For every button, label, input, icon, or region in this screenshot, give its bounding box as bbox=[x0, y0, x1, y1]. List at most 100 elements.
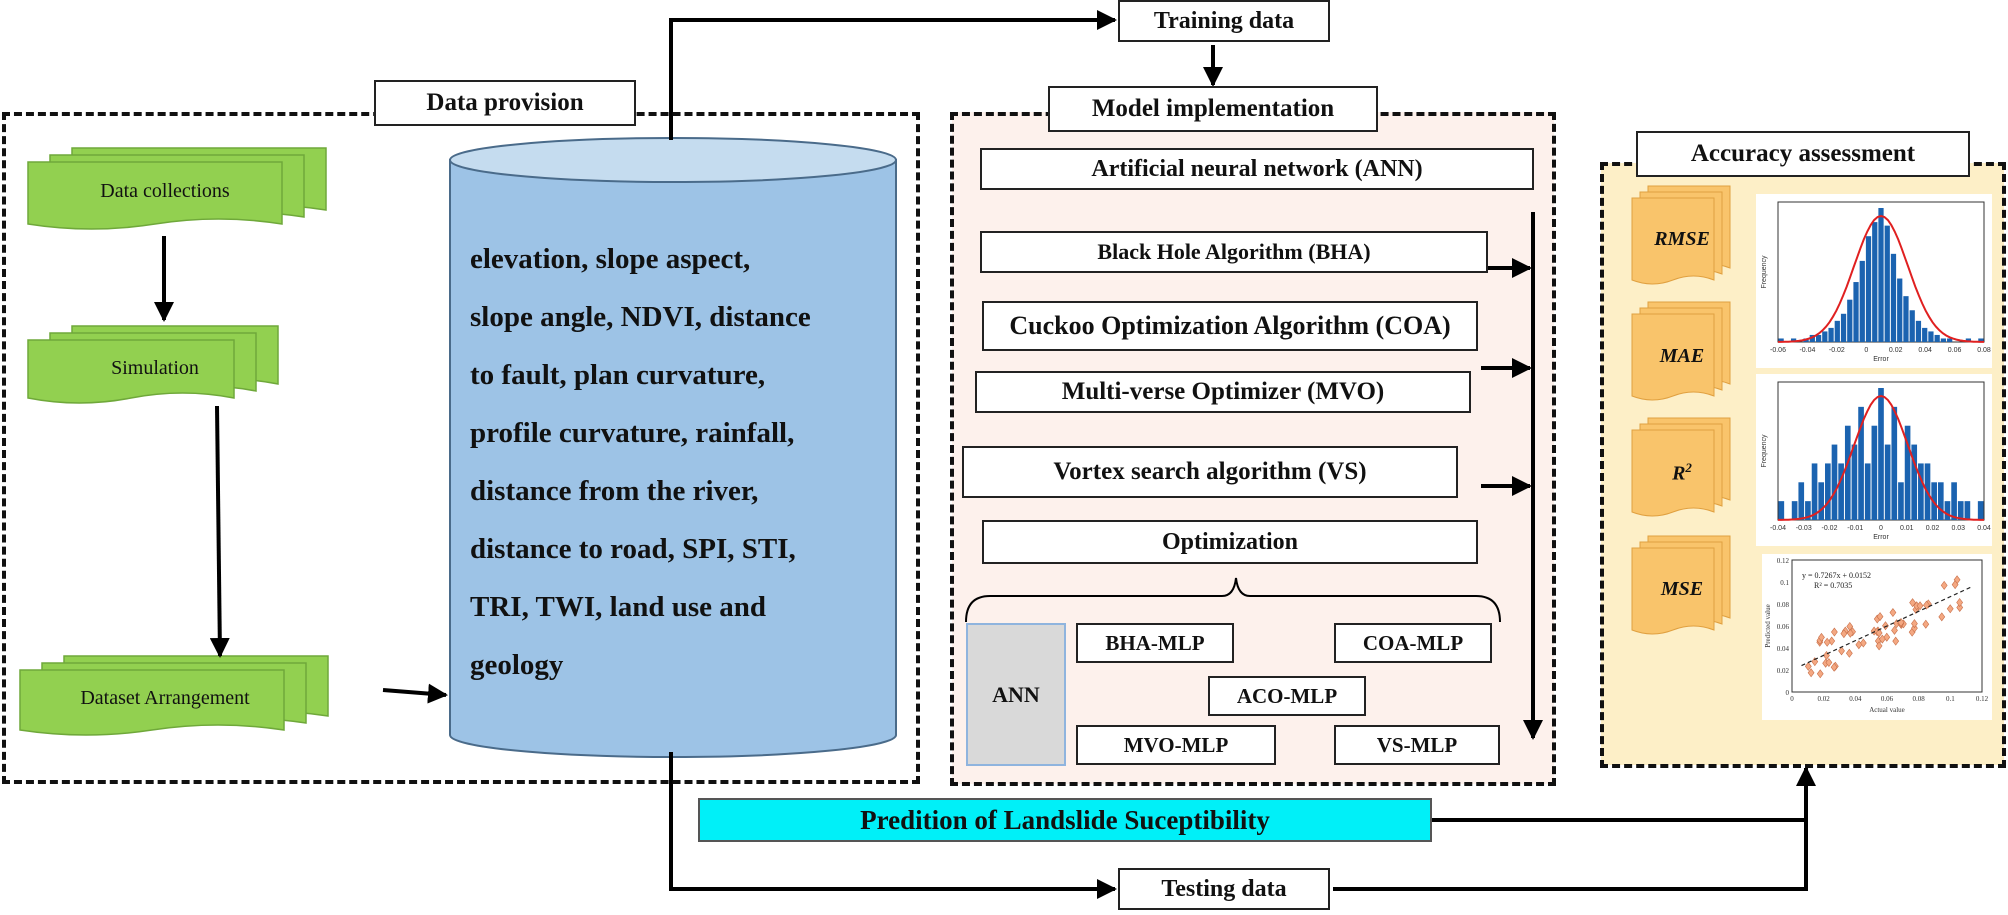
histogram-bar bbox=[1964, 501, 1971, 520]
histogram-bar bbox=[1891, 406, 1898, 520]
scatter-point bbox=[1876, 612, 1884, 622]
scatter-point bbox=[1922, 619, 1930, 629]
normal-fit-curve bbox=[1778, 394, 1984, 521]
scatter-point bbox=[1909, 598, 1916, 608]
x-tick-label: 0.06 bbox=[1948, 347, 1962, 354]
histogram-bar bbox=[1844, 425, 1851, 520]
histogram-bar bbox=[1865, 236, 1872, 342]
training-data-box: Training data bbox=[1118, 0, 1330, 42]
histogram-bar bbox=[1951, 482, 1957, 520]
step-sheet bbox=[27, 161, 283, 230]
histogram-bar bbox=[1918, 463, 1924, 520]
histogram-bar bbox=[1834, 320, 1840, 342]
metric-sheet bbox=[1631, 313, 1715, 401]
histogram-bar bbox=[1825, 463, 1831, 520]
scatter-point bbox=[1831, 627, 1838, 637]
scatter-point bbox=[1875, 641, 1883, 651]
scatter-point bbox=[1830, 662, 1838, 672]
histogram-bar bbox=[1965, 338, 1972, 342]
histogram-bar bbox=[1904, 425, 1911, 520]
histogram-bar bbox=[1815, 334, 1822, 342]
arrow-arrangement-to-cylinder bbox=[382, 683, 448, 704]
scatter-point bbox=[1838, 646, 1845, 656]
feature-line: distance to road, SPI, STI, bbox=[470, 533, 796, 565]
model-implementation-title: Model implementation bbox=[1048, 86, 1378, 132]
scatter-point bbox=[1891, 625, 1898, 635]
y-tick-label: 0.02 bbox=[1777, 667, 1790, 675]
arrow-to-testing bbox=[669, 752, 1117, 899]
scatter-point bbox=[1828, 636, 1836, 646]
x-tick-label: 0.04 bbox=[1849, 695, 1862, 703]
coa-box: Cuckoo Optimization Algorithm (COA) bbox=[982, 301, 1478, 351]
mvo-box: Multi-verse Optimizer (MVO) bbox=[975, 371, 1471, 413]
histogram-bar bbox=[1890, 253, 1897, 342]
histogram-bar bbox=[1934, 334, 1940, 342]
histogram-bar bbox=[1944, 501, 1951, 520]
scatter-point bbox=[1825, 658, 1833, 668]
optimization-brace bbox=[965, 577, 1501, 623]
testing-data-box: Testing data bbox=[1118, 868, 1330, 910]
y-axis-label: Frequency bbox=[1761, 434, 1768, 468]
x-tick-label: 0.04 bbox=[1918, 347, 1932, 354]
histogram-bar bbox=[1798, 482, 1805, 520]
histogram-bar bbox=[1847, 299, 1853, 342]
arrow-to-training bbox=[669, 10, 1117, 140]
x-tick-label: 0.08 bbox=[1977, 347, 1991, 354]
x-tick-label: 0.06 bbox=[1881, 695, 1894, 703]
scatter-point bbox=[1804, 661, 1812, 671]
histogram-bar bbox=[1851, 444, 1858, 520]
step-sheet bbox=[27, 339, 235, 404]
x-tick-label: 0.04 bbox=[1977, 525, 1991, 532]
ann-header-box: Artificial neural network (ANN) bbox=[980, 148, 1534, 190]
histogram-bar bbox=[1864, 463, 1871, 520]
scatter-point bbox=[1882, 621, 1889, 631]
histogram-bar bbox=[1977, 501, 1984, 520]
y-tick-label: 0.08 bbox=[1777, 601, 1790, 609]
scatter-point bbox=[1846, 628, 1854, 638]
scatter-point bbox=[1845, 648, 1853, 658]
histogram-bar bbox=[1818, 482, 1825, 520]
metric-sheet bbox=[1631, 429, 1715, 517]
scatter-point bbox=[1889, 608, 1897, 618]
scatter-point bbox=[1892, 636, 1900, 646]
histogram-bar bbox=[1878, 388, 1884, 520]
regression-equation: y = 0.7267x + 0.0152 bbox=[1802, 571, 1871, 580]
connectors bbox=[154, 10, 1816, 899]
x-tick-label: 0.03 bbox=[1951, 525, 1965, 532]
x-tick-label: 0 bbox=[1864, 347, 1868, 354]
feature-line: profile curvature, rainfall, bbox=[470, 417, 795, 449]
bha-box: Black Hole Algorithm (BHA) bbox=[980, 231, 1488, 273]
feature-list: elevation, slope aspect, slope angle, ND… bbox=[470, 230, 890, 694]
y-tick-label: 0 bbox=[1786, 689, 1790, 697]
scatter-point bbox=[1807, 668, 1815, 678]
data-provision-title: Data provision bbox=[374, 80, 636, 126]
x-tick-label: -0.02 bbox=[1822, 525, 1838, 532]
histogram-bar bbox=[1978, 338, 1984, 342]
regression-line bbox=[1801, 585, 1973, 667]
histogram-bar bbox=[1884, 444, 1891, 520]
scatter-point bbox=[1859, 638, 1867, 648]
histogram-bar bbox=[1937, 482, 1944, 520]
step-simulation: Simulation bbox=[111, 357, 199, 379]
normal-fit-curve bbox=[1778, 214, 1984, 343]
histogram-bar bbox=[1928, 331, 1934, 342]
arrow-testing-to-accuracy bbox=[1333, 766, 1816, 891]
scatter-point bbox=[1818, 632, 1825, 642]
optimization-box: Optimization bbox=[982, 520, 1478, 564]
histogram-bar bbox=[1838, 463, 1844, 520]
histogram-bar bbox=[1811, 463, 1818, 520]
histogram-bar bbox=[1898, 482, 1904, 520]
x-axis-label: Error bbox=[1873, 534, 1889, 541]
accuracy-assessment-title: Accuracy assessment bbox=[1636, 131, 1970, 177]
step-dataset-arrangement: Dataset Arrangement bbox=[80, 687, 250, 709]
metric-mae: MAE bbox=[1659, 345, 1705, 367]
hybrid-bha-mlp: BHA-MLP bbox=[1076, 623, 1234, 663]
y-axis-label: Frequency bbox=[1761, 255, 1768, 289]
feature-line: geology bbox=[470, 649, 564, 681]
x-axis-label: Actual value bbox=[1869, 706, 1905, 714]
y-tick-label: 0.12 bbox=[1777, 557, 1790, 565]
